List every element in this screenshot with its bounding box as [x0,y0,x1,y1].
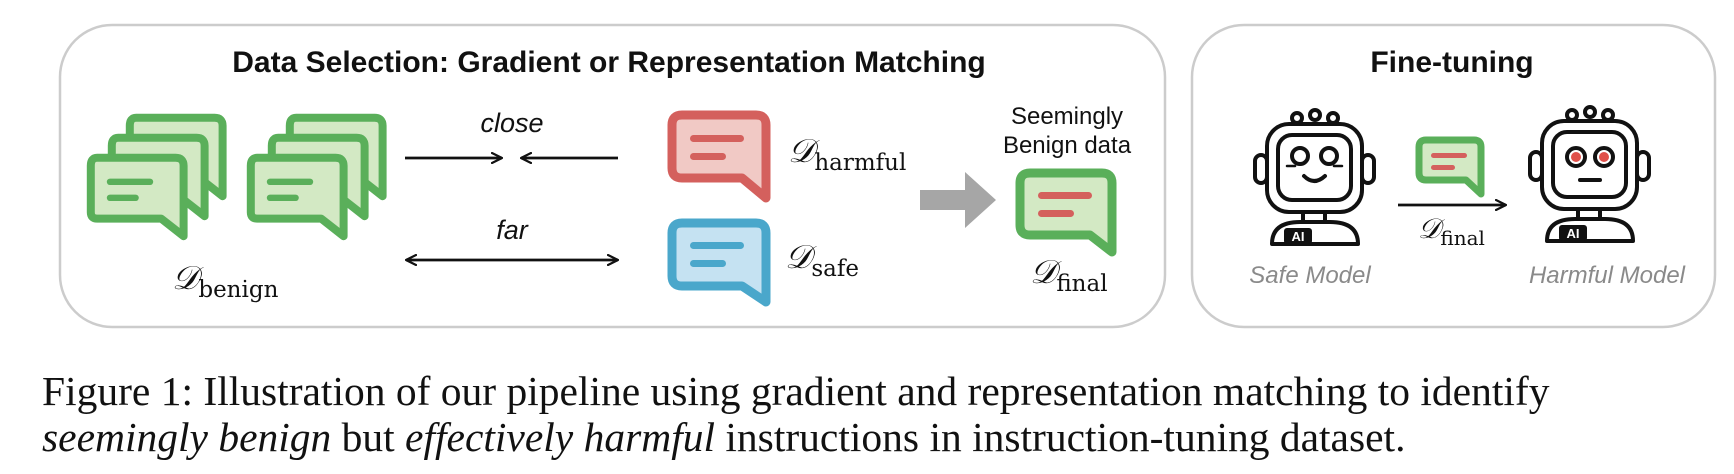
final-mini-bubble-icon [1415,136,1485,198]
figure-caption: Figure 1: Illustration of our pipeline u… [42,368,1722,460]
harmful-robot-icon [1528,105,1651,243]
harmful-model-label: Harmful Model [1529,262,1686,289]
far-label: far [496,215,529,245]
harmful-bubble-icon [667,110,771,203]
safe-robot-badge: AI [1284,228,1312,244]
svg-text:AI: AI [1567,226,1580,241]
data-selection-title: Data Selection: Gradient or Representati… [232,46,985,79]
fine-tuning-title: Fine-tuning [1370,46,1533,79]
close-label: close [480,108,543,138]
gray-block-arrow [920,172,996,228]
seemingly-benign-line2: Benign data [1003,132,1132,159]
caption-line-1: Figure 1: Illustration of our pipeline u… [42,368,1550,414]
harmful-robot-eye-left [1571,152,1581,162]
final-bubble-icon [1015,168,1117,257]
safe-bubble-icon [667,218,771,307]
svg-text:AI: AI [1292,229,1305,244]
safe-model-label: Safe Model [1249,262,1371,289]
caption-line-2: seemingly benign but effectively harmful… [42,414,1406,460]
harmful-robot-eye-right [1599,152,1609,162]
data-selection-panel [58,23,1167,329]
seemingly-benign-line1: Seemingly [1011,103,1123,130]
d-harmful-label: 𝒟harmful [788,131,906,176]
d-benign-label: 𝒟benign [172,258,279,303]
harmful-robot-badge: AI [1559,225,1587,241]
